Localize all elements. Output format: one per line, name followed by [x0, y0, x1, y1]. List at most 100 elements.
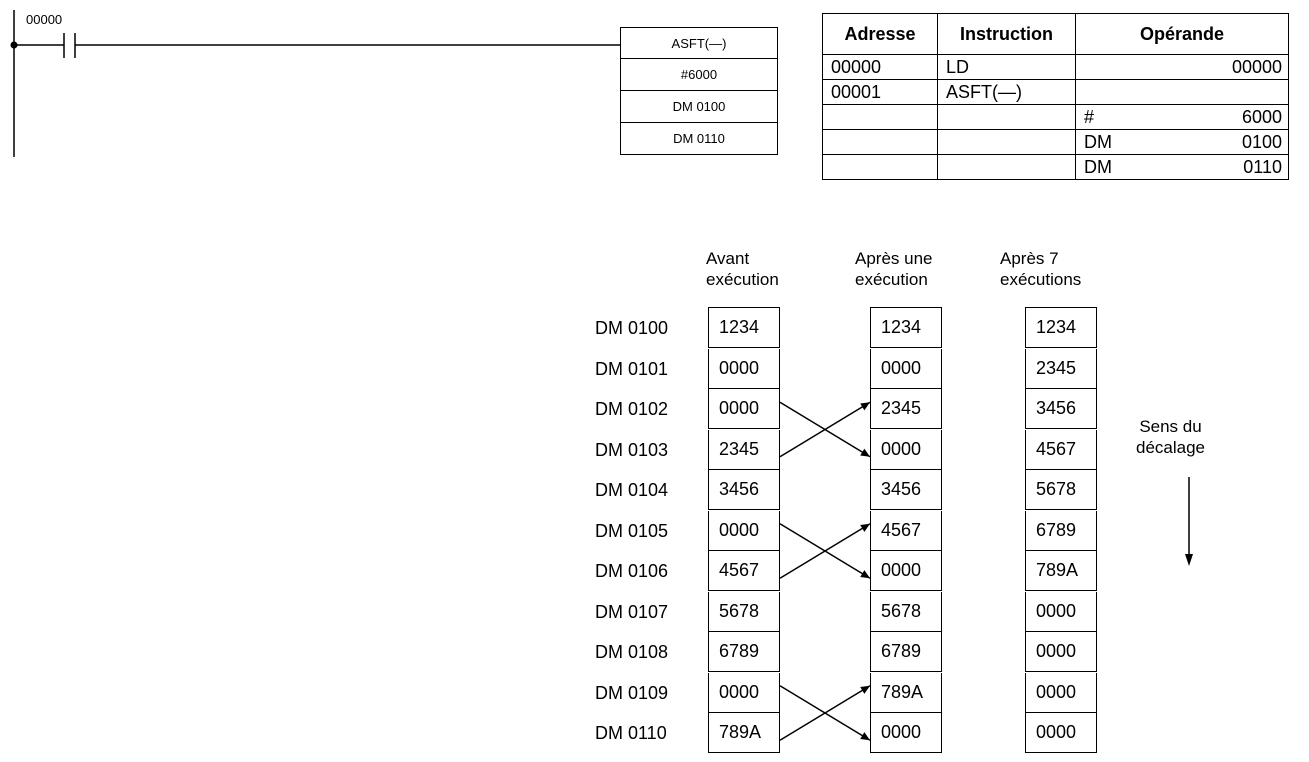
column-after-seven-cell: 5678 — [1025, 470, 1097, 510]
mnemonic-table-header-row: Adresse Instruction Opérande — [822, 13, 1289, 55]
column-after-one-cell: 4567 — [870, 510, 942, 551]
dm-address-label: DM 0101 — [595, 358, 669, 379]
operand-value: 0110 — [1243, 156, 1282, 177]
column-after-seven-cell: 6789 — [1025, 510, 1097, 551]
shift-arrow-line — [779, 685, 871, 741]
dm-address-label: DM 0102 — [595, 399, 669, 419]
column-after-seven-cell: 0000 — [1025, 632, 1097, 672]
column-before-cell: 3456 — [708, 470, 780, 510]
operand-value: 6000 — [1241, 106, 1282, 127]
column-after-one-cell: 0000 — [870, 551, 942, 591]
mnemonic-table-row: #6000 — [822, 104, 1289, 130]
operand-value: 00000 — [1231, 56, 1282, 77]
column-header-line: Avant — [706, 249, 750, 268]
column-before-cell: 2345 — [708, 429, 780, 470]
column-after-one-cell: 0000 — [870, 348, 942, 389]
shift-arrow-line — [779, 685, 871, 741]
column-before-cell: 5678 — [708, 591, 780, 632]
column-header-line: exécution — [855, 270, 928, 289]
shift-direction-line: Sens du — [1139, 417, 1202, 436]
shift-arrow-head — [860, 523, 870, 532]
cell-instruction: LD — [937, 54, 1076, 80]
cell-operand: DM 0110 — [1075, 154, 1289, 180]
cell-instruction — [937, 104, 1076, 130]
shift-arrow-head — [860, 402, 870, 411]
shift-arrow-line — [779, 523, 871, 579]
column-header-line: Après 7 — [1000, 249, 1059, 268]
dm-address-label: DM 0107 — [595, 601, 669, 622]
column-after-seven-header: Après 7 exécutions — [1000, 248, 1081, 290]
column-before-cell: 6789 — [708, 632, 780, 672]
column-before-cell: 0000 — [708, 348, 780, 389]
column-before-cell: 4567 — [708, 551, 780, 591]
operand-value: 0100 — [1241, 131, 1282, 152]
ladder-diagram: 00000 — [10, 10, 620, 157]
instruction-box: ASFT(—) #6000 DM 0100 DM 0110 — [620, 27, 778, 155]
cell-address: 00001 — [822, 79, 938, 105]
operand-area: DM — [1084, 156, 1112, 177]
header-address: Adresse — [822, 13, 938, 55]
column-before-header: Avant exécution — [706, 248, 779, 290]
instruction-box-operand: DM 0100 — [620, 91, 778, 123]
column-before-cell: 789A — [708, 713, 780, 753]
column-before-cell: 0000 — [708, 389, 780, 429]
column-after-one-cell: 3456 — [870, 470, 942, 510]
column-after-one-cell: 0000 — [870, 713, 942, 753]
column-after-one-cell: 5678 — [870, 591, 942, 632]
mnemonic-table-row: DM 0100 — [822, 129, 1289, 155]
operand-area: DM — [1084, 131, 1112, 152]
shift-direction-label: Sens du décalage — [1136, 416, 1205, 458]
shift-arrow-line — [779, 401, 871, 458]
cell-address: 00000 — [822, 54, 938, 80]
cell-operand — [1075, 79, 1289, 105]
dm-address-label: DM 0108 — [595, 642, 669, 662]
column-header-line: exécution — [706, 270, 779, 289]
column-after-seven-cell: 1234 — [1025, 307, 1097, 348]
cell-operand: #6000 — [1075, 104, 1289, 130]
cell-operand: 00000 — [1075, 54, 1289, 80]
dm-address-label: DM 0110 — [595, 723, 667, 743]
column-before-cell: 1234 — [708, 307, 780, 348]
column-after-seven-cell: 3456 — [1025, 389, 1097, 429]
cell-instruction — [937, 154, 1076, 180]
column-after-one-cell: 789A — [870, 672, 942, 713]
shift-arrow-line — [779, 523, 871, 579]
column-after-seven-cell: 789A — [1025, 551, 1097, 591]
dm-address-label: DM 0104 — [595, 480, 669, 500]
shift-arrow-head — [860, 685, 870, 694]
header-instruction: Instruction — [937, 13, 1076, 55]
column-after-one-header: Après une exécution — [855, 248, 933, 290]
operand-area: # — [1084, 106, 1095, 127]
column-after-one-cell: 2345 — [870, 389, 942, 429]
column-after-one-cell: 1234 — [870, 307, 942, 348]
shift-direction-line: décalage — [1136, 438, 1206, 457]
shift-arrow-line — [779, 401, 871, 458]
column-before-cell: 0000 — [708, 510, 780, 551]
dm-address-label: DM 0109 — [595, 682, 669, 703]
column-after-seven-cell: 0000 — [1025, 672, 1097, 713]
instruction-box-operand: DM 0110 — [620, 123, 778, 155]
dm-address-label: DM 0105 — [595, 520, 669, 541]
column-before-cell: 0000 — [708, 672, 780, 713]
shift-arrow-head — [860, 570, 870, 579]
dm-address-label: DM 0103 — [595, 439, 669, 460]
shift-arrow-head — [860, 732, 870, 741]
header-operand: Opérande — [1075, 13, 1289, 55]
column-after-seven-cell: 2345 — [1025, 348, 1097, 389]
cell-operand: DM 0100 — [1075, 129, 1289, 155]
shift-direction-arrowhead — [1185, 554, 1193, 566]
mnemonic-table-row: DM 0110 — [822, 154, 1289, 180]
column-after-seven-cell: 0000 — [1025, 713, 1097, 753]
dm-address-label: DM 0106 — [595, 561, 669, 581]
dm-address-label: DM 0100 — [595, 318, 669, 338]
column-header-line: Après une — [855, 249, 933, 268]
contact-address: 00000 — [26, 12, 62, 27]
column-header-line: exécutions — [1000, 270, 1082, 289]
cell-instruction: ASFT(—) — [937, 79, 1076, 105]
column-after-one-cell: 6789 — [870, 632, 942, 672]
column-after-seven-cell: 0000 — [1025, 591, 1097, 632]
instruction-box-operand: #6000 — [620, 59, 778, 91]
